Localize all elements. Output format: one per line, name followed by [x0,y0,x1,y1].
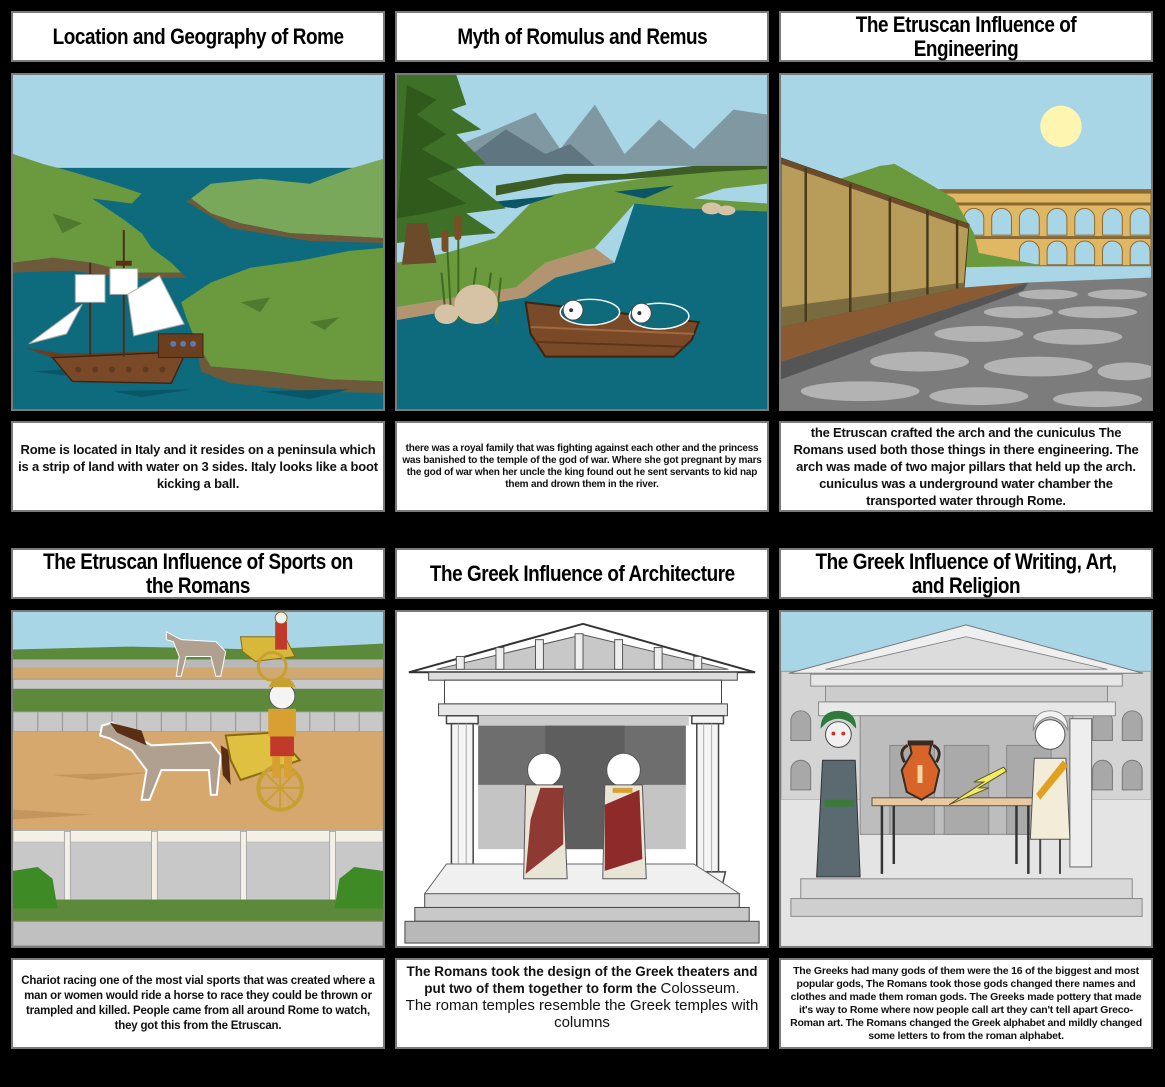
description-bold: The Romans took the design of the Greek … [406,964,758,996]
scene-greek-gods [779,610,1153,948]
cell-description: Chariot racing one of the most vial spor… [11,958,385,1049]
description-plain: The roman temples resemble the Greek tem… [405,997,759,1031]
scene-aqueduct-road [779,73,1153,411]
cell-description: there was a royal family that was fighti… [395,421,769,512]
cell-title: Location and Geography of Rome [11,11,385,62]
description-bold-tail: Colosseum. [660,980,740,997]
scene-river-boat-babies [395,73,769,411]
cell-title: The Etruscan Influence of Sports on the … [11,548,385,599]
cell-description: The Greeks had many gods of them were th… [779,958,1153,1049]
cell-description: Rome is located in Italy and it resides … [11,421,385,512]
cell-title: The Greek Influence of Writing, Art, and… [779,548,1153,599]
scene-greek-temple [395,610,769,948]
cell-title: Myth of Romulus and Remus [395,11,769,62]
scene-ship-peninsula [11,73,385,411]
cell-title: The Greek Influence of Architecture [395,548,769,599]
cell-title: The Etruscan Influence of Engineering [779,11,1153,62]
cell-description: the Etruscan crafted the arch and the cu… [779,421,1153,512]
cell-description: The Romans took the design of the Greek … [395,958,769,1049]
scene-chariot-race [11,610,385,948]
